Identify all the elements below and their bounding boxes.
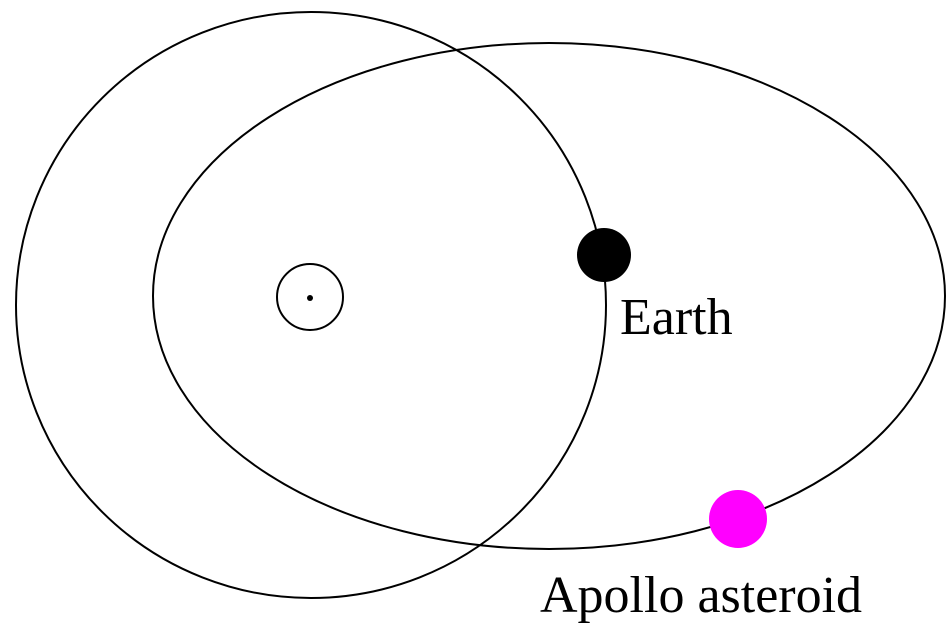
asteroid-label: Apollo asteroid <box>540 567 862 624</box>
asteroid-orbit <box>153 43 945 549</box>
sun-icon <box>277 264 343 330</box>
earth-label: Earth <box>620 289 733 346</box>
earth-orbit <box>16 12 606 598</box>
asteroid-marker <box>709 490 767 548</box>
earth-marker <box>577 228 631 282</box>
